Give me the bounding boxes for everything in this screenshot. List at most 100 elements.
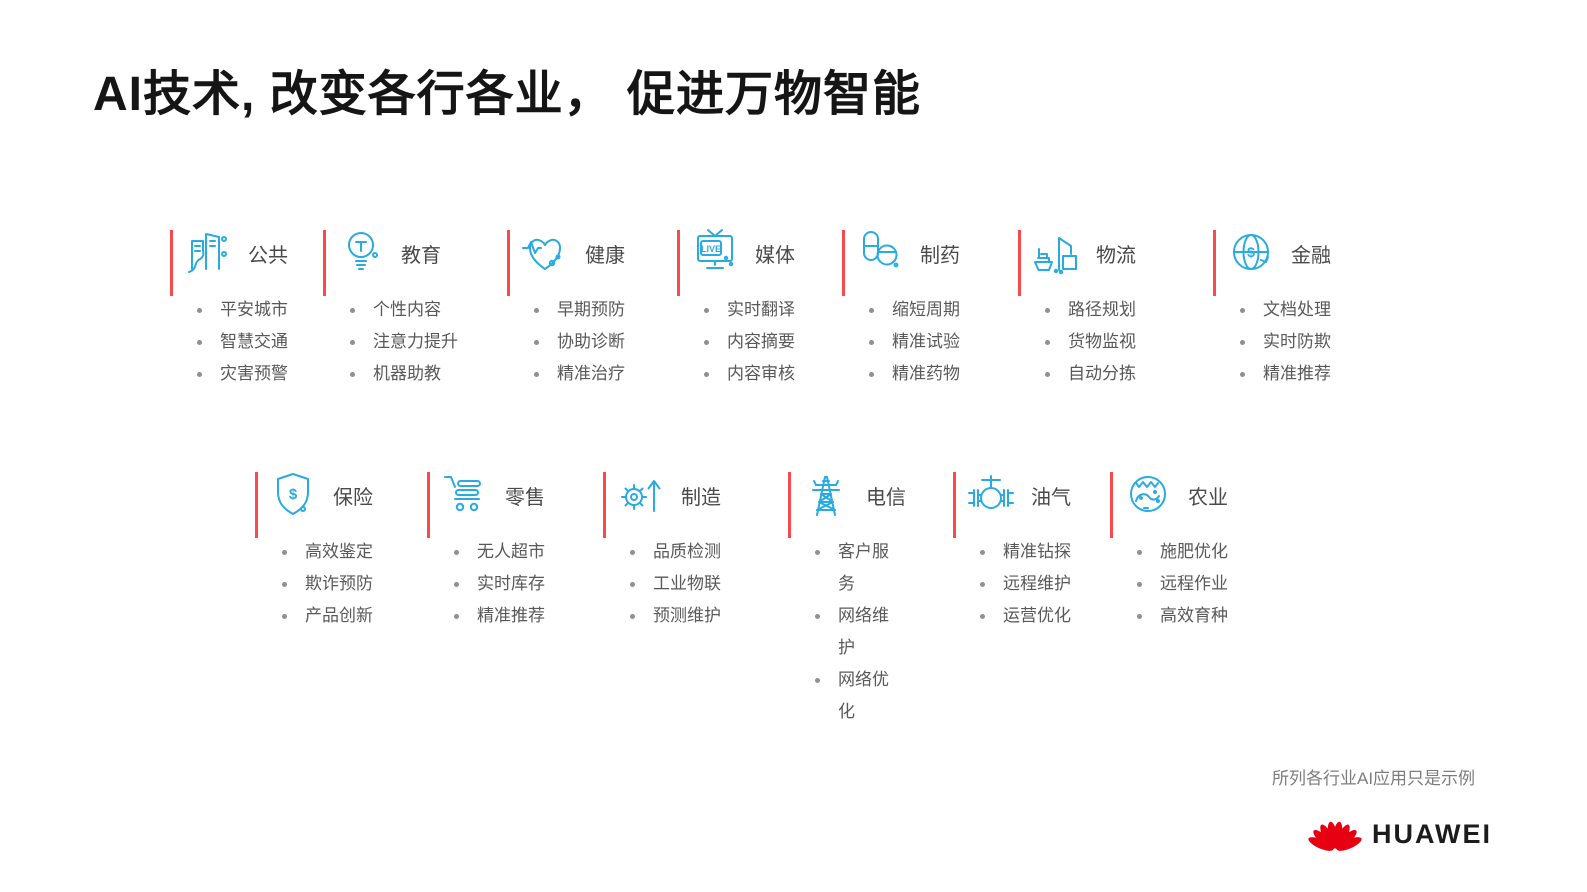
list-item: 网络优化 — [815, 664, 894, 728]
industry-label: 教育 — [401, 245, 441, 267]
red-divider — [427, 472, 430, 538]
list-item: 欺诈预防 — [282, 568, 373, 600]
list-item: 协助诊断 — [534, 326, 625, 358]
bullet-dot — [350, 340, 355, 345]
list-item: 路径规划 — [1045, 294, 1136, 326]
globe-dollar-icon: $ — [1227, 228, 1275, 276]
industry-items: 品质检测 工业物联 预测维护 — [630, 536, 721, 632]
bullet-dot — [869, 372, 874, 377]
bullet-dot — [534, 308, 539, 313]
list-item: 精准试验 — [869, 326, 960, 358]
list-item: 早期预防 — [534, 294, 625, 326]
industry-group-media: LIVE 媒体 实时翻译 内容摘要 内容审核 — [677, 226, 847, 383]
group-header: 油气 — [953, 468, 1123, 538]
valve-icon — [967, 470, 1015, 518]
brand-wordmark: HUAWEI — [1372, 818, 1492, 849]
pills-icon — [856, 228, 904, 276]
red-divider — [953, 472, 956, 538]
group-header: $ 保险 — [255, 468, 425, 538]
list-item: 实时库存 — [454, 568, 545, 600]
group-header: 物流 — [1018, 226, 1188, 296]
page-title: AI技术, 改变各行各业， 促进万物智能 — [93, 68, 922, 121]
bullet-dot — [869, 340, 874, 345]
group-header: 电信 — [788, 468, 958, 538]
industry-label: 零售 — [505, 487, 545, 509]
transmission-tower-icon — [802, 470, 850, 518]
list-item: 自动分拣 — [1045, 358, 1136, 390]
industry-items: 精准钻探 远程维护 运营优化 — [980, 536, 1071, 632]
live-tv-icon: LIVE — [691, 228, 739, 276]
bullet-dot — [980, 550, 985, 555]
industry-group-agriculture: 农业 施肥优化 远程作业 高效育种 — [1110, 468, 1280, 625]
industry-label: 健康 — [585, 245, 625, 267]
industry-label: 农业 — [1188, 487, 1228, 509]
industry-label: 电信 — [866, 487, 906, 509]
list-item: 精准钻探 — [980, 536, 1071, 568]
industry-label: 保险 — [333, 487, 373, 509]
list-item: 远程作业 — [1137, 568, 1228, 600]
group-header: 零售 — [427, 468, 597, 538]
group-header: 教育 — [323, 226, 493, 296]
list-item: 文档处理 — [1240, 294, 1331, 326]
bullet-dot — [1240, 308, 1245, 313]
red-divider — [507, 230, 510, 296]
industry-items: 无人超市 实时库存 精准推荐 — [454, 536, 545, 632]
red-divider — [788, 472, 791, 538]
industry-group-education: 教育 个性内容 注意力提升 机器助教 — [323, 226, 493, 383]
group-header: 健康 — [507, 226, 677, 296]
bullet-dot — [1045, 308, 1050, 313]
list-item: 货物监视 — [1045, 326, 1136, 358]
red-divider — [170, 230, 173, 296]
industry-items: 早期预防 协助诊断 精准治疗 — [534, 294, 625, 390]
group-header: LIVE 媒体 — [677, 226, 847, 296]
list-item: 无人超市 — [454, 536, 545, 568]
industry-label: 公共 — [248, 245, 288, 267]
list-item: 平安城市 — [197, 294, 288, 326]
list-item: 实时翻译 — [704, 294, 795, 326]
industry-items: 缩短周期 精准试验 精准药物 — [869, 294, 960, 390]
industry-items: 施肥优化 远程作业 高效育种 — [1137, 536, 1228, 632]
bullet-dot — [534, 340, 539, 345]
svg-text:LIVE: LIVE — [701, 244, 721, 254]
list-item: 精准推荐 — [1240, 358, 1331, 390]
industry-items: 实时翻译 内容摘要 内容审核 — [704, 294, 795, 390]
bullet-dot — [534, 372, 539, 377]
industry-label: 金融 — [1291, 245, 1331, 267]
footer-note: 所列各行业AI应用只是示例 — [1272, 769, 1476, 788]
industry-group-oil-gas: 油气 精准钻探 远程维护 运营优化 — [953, 468, 1123, 625]
bullet-dot — [1045, 340, 1050, 345]
bullet-dot — [815, 614, 820, 619]
list-item: 精准治疗 — [534, 358, 625, 390]
list-item: 精准推荐 — [454, 600, 545, 632]
bullet-dot — [704, 308, 709, 313]
bullet-dot — [350, 308, 355, 313]
industry-label: 制造 — [681, 487, 721, 509]
industry-items: 客户服务 网络维护 网络优化 — [815, 536, 894, 728]
group-header: $ 金融 — [1213, 226, 1383, 296]
lightbulb-icon — [337, 228, 385, 276]
list-item: 网络维护 — [815, 600, 894, 664]
group-header: 制造 — [603, 468, 773, 538]
list-item: 内容摘要 — [704, 326, 795, 358]
bullet-dot — [1137, 582, 1142, 587]
bullet-dot — [704, 372, 709, 377]
bullet-dot — [704, 340, 709, 345]
industry-label: 油气 — [1031, 487, 1071, 509]
list-item: 实时防欺 — [1240, 326, 1331, 358]
bullet-dot — [350, 372, 355, 377]
bullet-dot — [980, 614, 985, 619]
bullet-dot — [454, 550, 459, 555]
group-header: 公共 — [170, 226, 340, 296]
industry-group-telecom: 电信 客户服务 网络维护 网络优化 — [788, 468, 958, 721]
bullet-dot — [630, 582, 635, 587]
svg-text:$: $ — [289, 486, 298, 503]
list-item: 高效鉴定 — [282, 536, 373, 568]
svg-text:$: $ — [1247, 244, 1255, 260]
list-item: 精准药物 — [869, 358, 960, 390]
bullet-dot — [1240, 372, 1245, 377]
red-divider — [1018, 230, 1021, 296]
industry-label: 媒体 — [755, 245, 795, 267]
list-item: 施肥优化 — [1137, 536, 1228, 568]
industry-label: 制药 — [920, 245, 960, 267]
